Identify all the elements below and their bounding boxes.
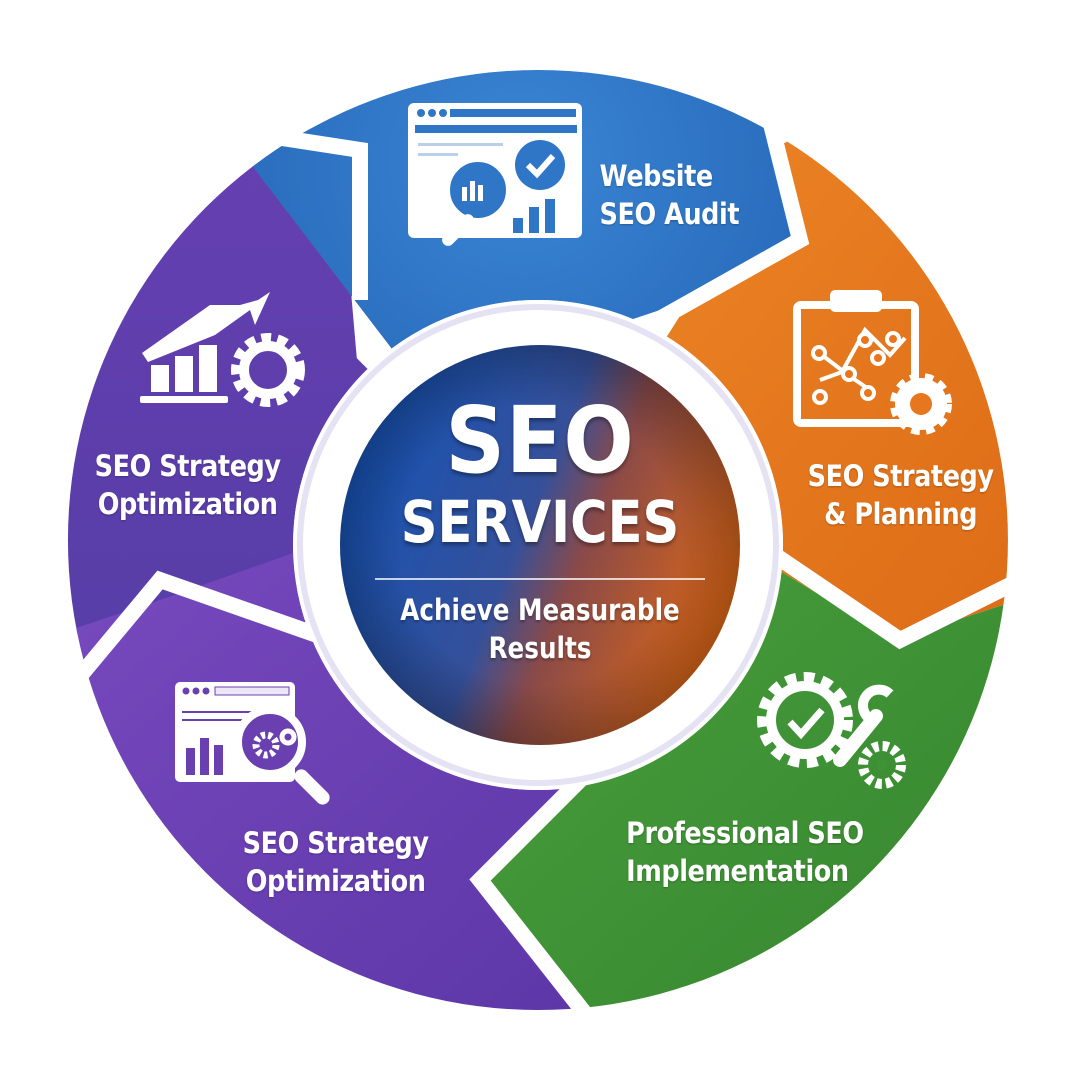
center-subtitle: Achieve Measurable Results [387, 592, 693, 667]
label-seo-strategy-optimization-left: SEO Strategy Optimization [95, 448, 281, 523]
label-line-1: Professional SEO [626, 816, 864, 850]
gear-check-wrench-icon [757, 672, 906, 789]
title-services: SERVICES [400, 488, 680, 556]
label-line-2: Implementation [626, 853, 849, 888]
center-divider [375, 578, 705, 580]
growth-chart-arrow-gear-icon [140, 292, 305, 407]
title-seo: SEO [445, 387, 635, 494]
subtitle-line-1: Achieve Measurable [400, 593, 680, 627]
label-line-1: SEO Strategy [242, 826, 429, 860]
label-seo-strategy-optimization-bottom: SEO Strategy Optimization [243, 825, 429, 900]
clipboard-network-gear-icon [793, 290, 952, 435]
label-professional-seo-implementation: Professional SEO Implementation [626, 815, 864, 890]
subtitle-line-2: Results [488, 630, 592, 665]
label-line-2: Optimization [97, 486, 278, 521]
segment-website-seo-audit [240, 70, 800, 540]
center-title: SEO SERVICES [340, 395, 740, 555]
label-line-1: SEO Strategy [807, 459, 994, 493]
label-line-2: SEO Audit [599, 196, 740, 231]
label-seo-strategy-planning: SEO Strategy & Planning [808, 458, 994, 533]
label-website-seo-audit: Website SEO Audit [600, 158, 740, 233]
browser-magnifier-checkmark-chart-icon [408, 103, 582, 246]
label-line-1: SEO Strategy [94, 449, 281, 483]
label-line-2: Optimization [245, 863, 426, 898]
label-line-2: & Planning [824, 496, 978, 531]
browser-chart-magnifier-gear-icon [175, 682, 330, 805]
label-line-1: Website [599, 159, 714, 193]
